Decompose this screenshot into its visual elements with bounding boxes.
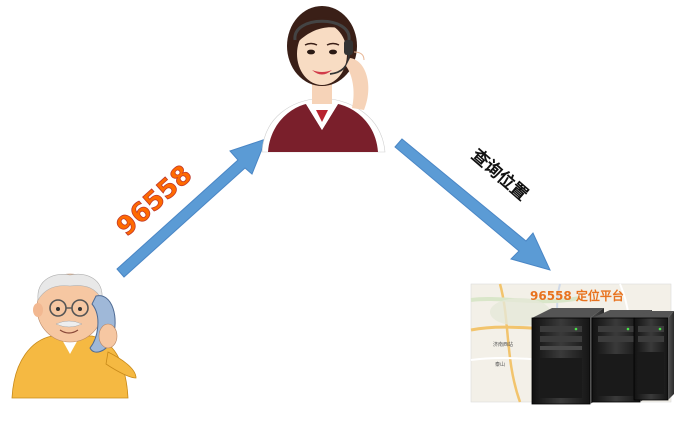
server-unit [531,308,604,405]
arrow-call-to-agent [116,138,267,278]
call-center-agent-icon [261,6,386,153]
call-number-label: 96558 [111,160,198,243]
map-label-station: 济南西站 [493,341,513,348]
call-number-label-group: 96558 [111,159,199,243]
query-label-group: 查询位置 [466,144,532,205]
map-label-taishan: 泰山 [495,361,505,368]
arrow-agent-to-platform [394,138,551,271]
server-unit [633,311,674,401]
query-location-label: 查询位置 [466,144,532,205]
elderly-man-on-phone-icon [11,273,137,399]
server-rack-with-map-icon: 济南西站 泰山 96558 定位平台 [470,283,674,405]
platform-label: 96558 定位平台 [530,288,624,303]
